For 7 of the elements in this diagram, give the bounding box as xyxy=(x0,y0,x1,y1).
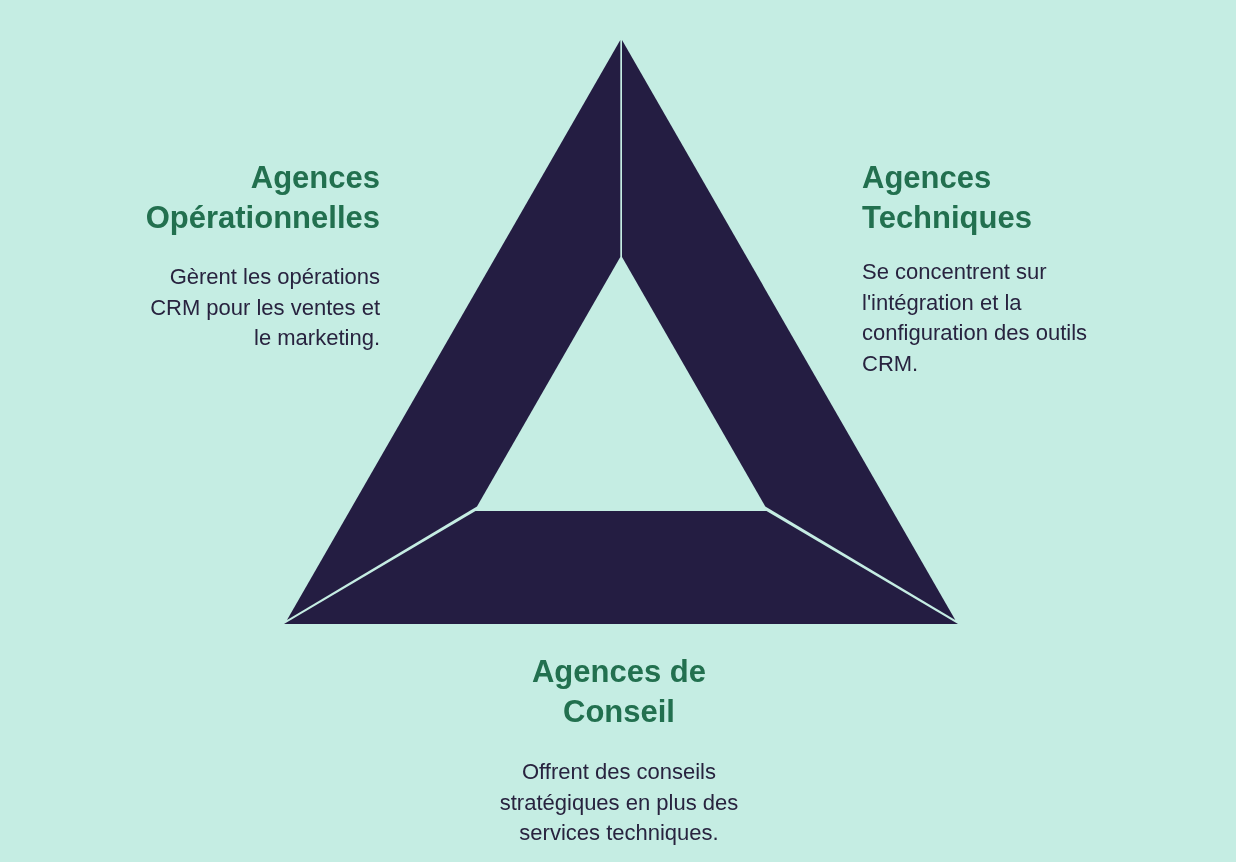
segment-heading: Agences Opérationnelles xyxy=(144,159,380,237)
bottom-triangle-side xyxy=(284,510,958,624)
segment-description: Gèrent les opérations CRM pour les ventes et le marketing. xyxy=(149,263,380,352)
segment-heading: Agences Techniques xyxy=(862,159,1033,237)
segment-description: Offrent des conseils stratégiques en plus des services techniques. xyxy=(498,758,740,847)
segment-heading: Agences de Conseil xyxy=(531,653,707,731)
segment-description: Se concentrent sur l'intégration et la configuration des outils CRM. xyxy=(862,258,1089,378)
